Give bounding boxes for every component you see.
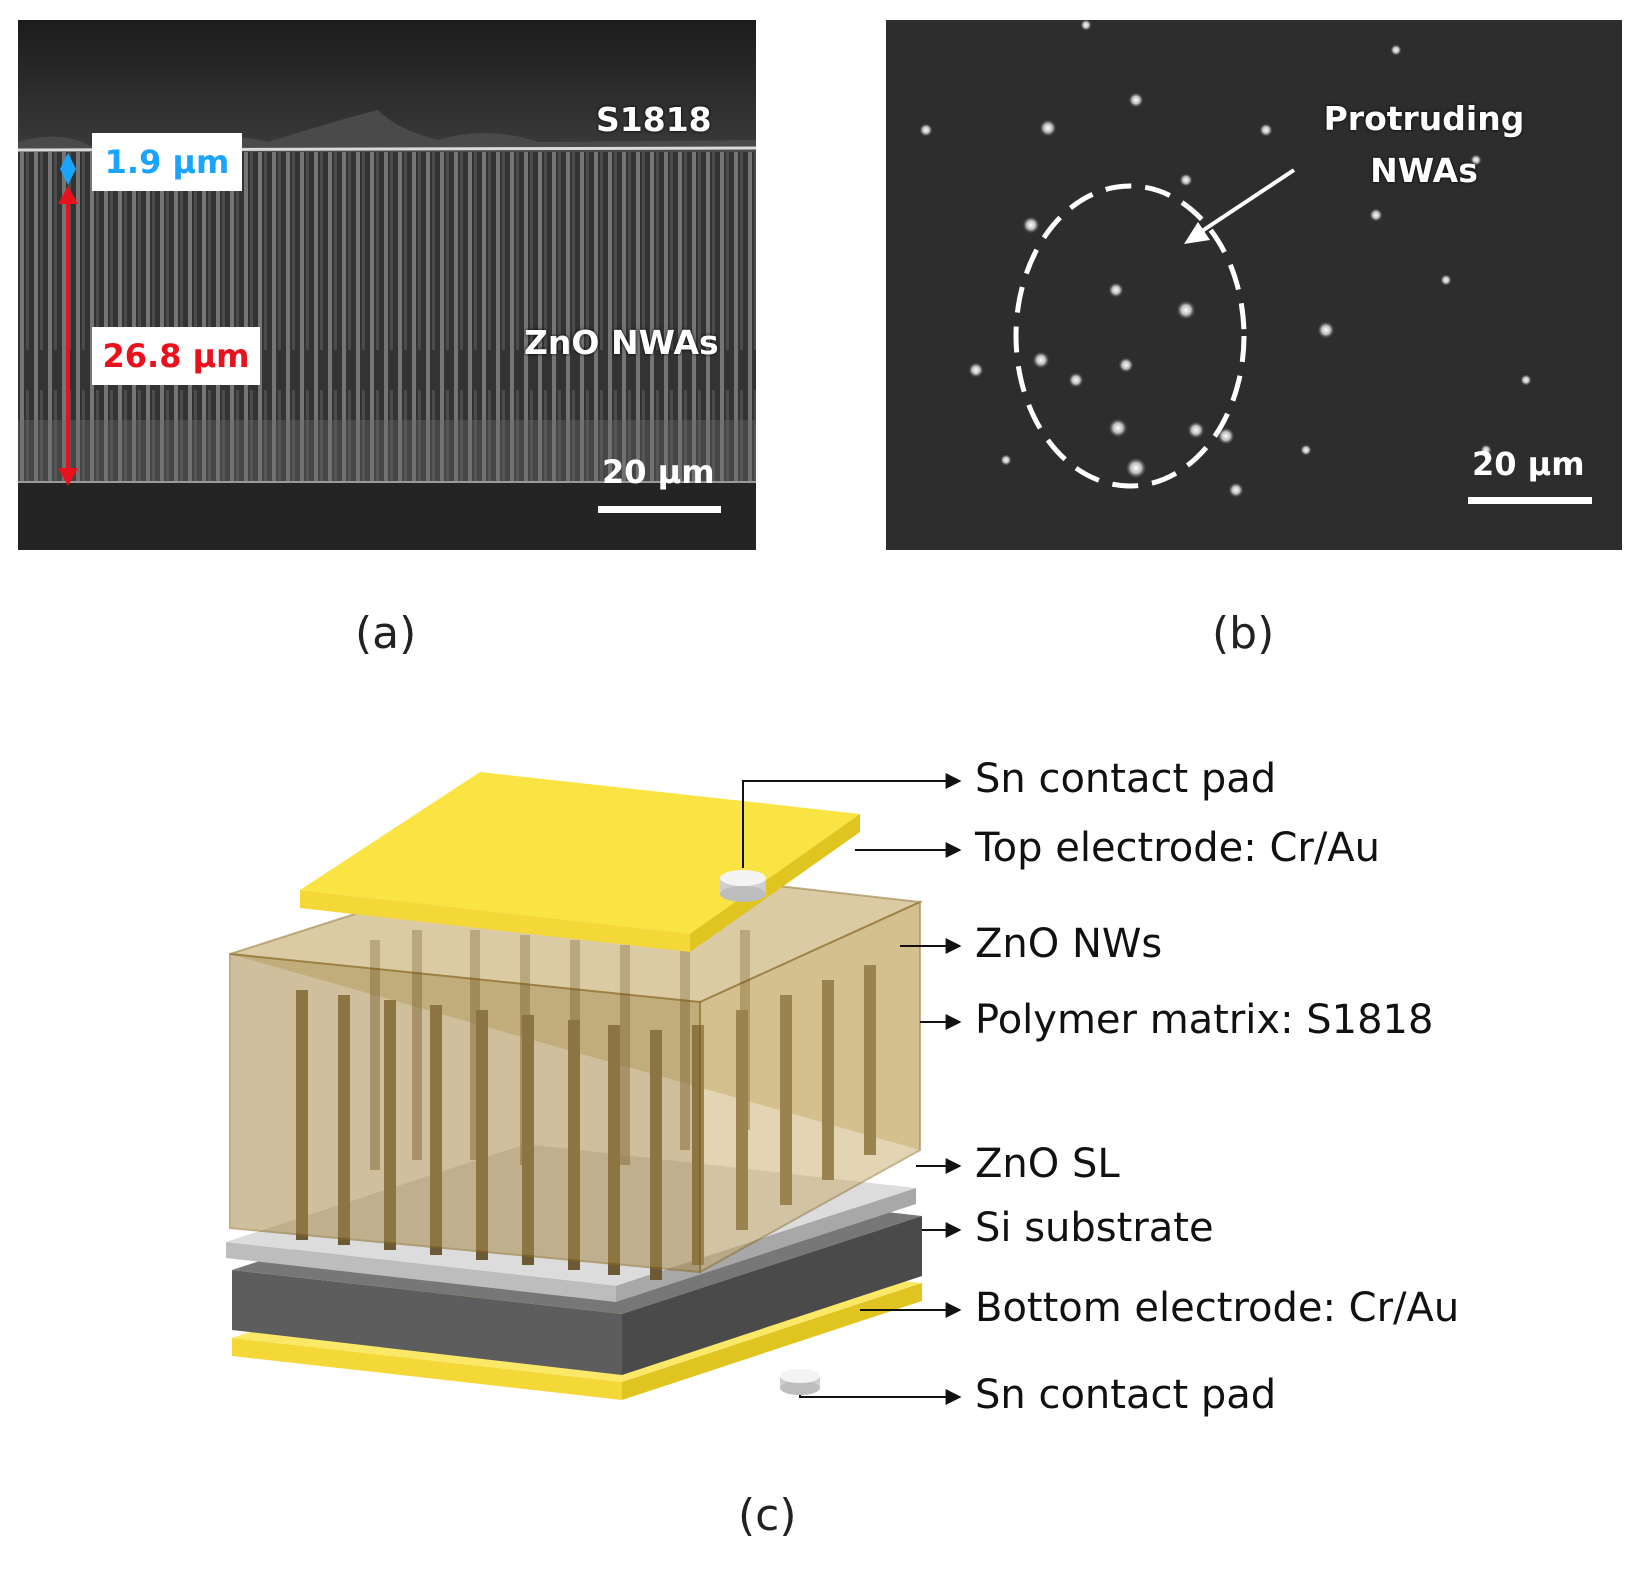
layer-label-s1818: S1818 [596, 100, 712, 139]
bottom-sn-contact-pad [780, 1369, 820, 1395]
thickness-top-value: 1.9 μm [92, 133, 242, 191]
label-bottom-electrode: Bottom electrode: Cr/Au [975, 1285, 1460, 1331]
thickness-main-value: 26.8 μm [92, 327, 260, 385]
label-zno-nws: ZnO NWs [975, 921, 1163, 967]
device-schematic [226, 772, 962, 1405]
thickness-top-marker [60, 153, 76, 185]
scale-bar-b [1468, 497, 1592, 504]
top-sn-contact-pad [720, 870, 766, 902]
label-bottom-sn-contact-pad: Sn contact pad [975, 1372, 1277, 1418]
scale-bar-a [598, 506, 721, 513]
sem-top-view-panel: Protruding NWAs 20 μm [886, 20, 1622, 550]
caption-c: (c) [738, 1490, 797, 1541]
layer-label-zno-nwas: ZnO NWAs [524, 323, 719, 362]
sem-cross-section-image [18, 20, 756, 550]
annotation-line-1: Protruding [1323, 99, 1525, 138]
label-top-sn-contact-pad: Sn contact pad [975, 756, 1277, 802]
protruding-nwas-annotation: Protruding NWAs [1314, 93, 1534, 197]
label-polymer-matrix: Polymer matrix: S1818 [975, 997, 1434, 1043]
highlight-ellipse [1013, 183, 1247, 489]
label-zno-sl: ZnO SL [975, 1141, 1120, 1187]
sem-cross-section-panel: S1818 ZnO NWAs 1.9 μm 26.8 μm 20 μm [18, 20, 756, 550]
scale-bar-label-b: 20 μm [1472, 445, 1585, 483]
caption-b: (b) [1212, 608, 1275, 659]
label-leader-lines [742, 773, 962, 1405]
label-si-substrate: Si substrate [975, 1205, 1214, 1251]
label-top-electrode: Top electrode: Cr/Au [975, 825, 1381, 871]
caption-a: (a) [355, 608, 417, 659]
scale-bar-label-a: 20 μm [602, 453, 715, 491]
sem-top-view-image [886, 20, 1622, 550]
annotation-line-2: NWAs [1370, 151, 1478, 190]
device-schematic-panel: Sn contact pad Top electrode: Cr/Au ZnO … [0, 740, 1638, 1480]
annotation-arrow [1194, 168, 1296, 237]
